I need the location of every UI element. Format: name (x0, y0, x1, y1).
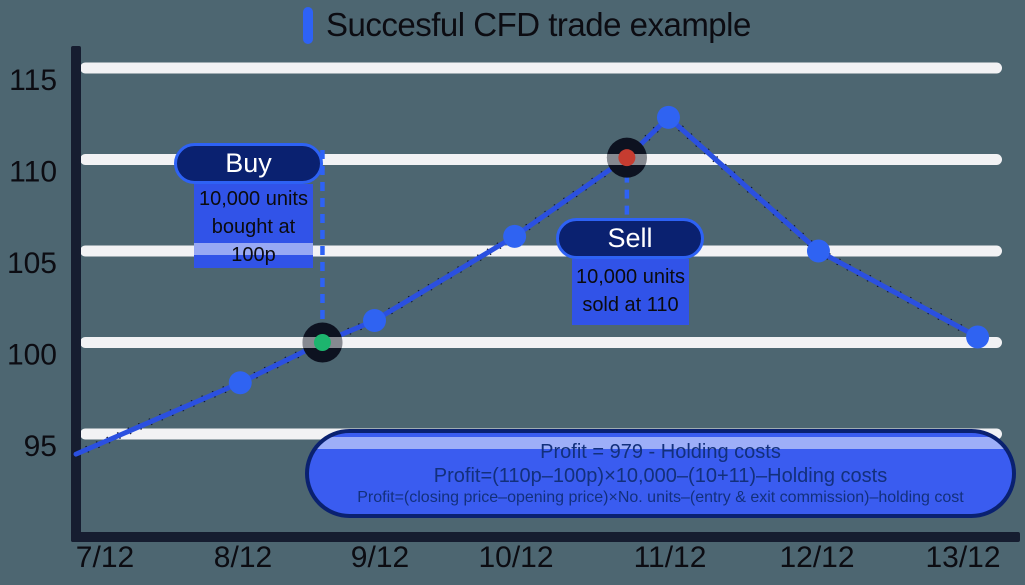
profit-formula-box: Profit = 979 - Holding costs Profit=(110… (305, 429, 1016, 518)
x-tick-label: 9/12 (351, 541, 409, 574)
profit-numeric-formula-line: Profit=(110p–100p)×10,000–(10+11)–Holdin… (433, 464, 888, 487)
x-axis (71, 532, 1020, 542)
data-point (656, 105, 680, 129)
x-tick-label: 11/12 (634, 541, 707, 574)
sell-note-line: 10,000 units (576, 266, 685, 288)
y-tick-label: 115 (9, 64, 57, 97)
gridline-115 (80, 62, 1002, 74)
buy-note: 10,000 units bought at 100p (194, 184, 313, 268)
y-tick-label: 105 (7, 247, 57, 280)
sell-note-line: sold at 110 (582, 294, 679, 316)
x-tick-label: 8/12 (214, 541, 272, 574)
buy-note-line: bought at (211, 216, 296, 238)
sell-dot-icon (618, 149, 636, 167)
profit-generic-formula-line: Profit=(closing price–opening price)×No.… (357, 488, 964, 506)
chart-title-block: Succesful CFD trade example (303, 6, 751, 44)
gridline-overlay (309, 437, 1012, 449)
y-tick-label: 100 (7, 339, 57, 372)
chart-title: Succesful CFD trade example (326, 6, 751, 43)
sell-badge: Sell (556, 218, 704, 259)
buy-dot-icon (313, 334, 331, 351)
buy-badge-label: Buy (225, 148, 272, 178)
sell-marker (606, 137, 647, 178)
gridline-overlay (194, 243, 313, 255)
title-accent-bar-icon (303, 6, 313, 44)
profit-result-line: Profit = 979 - Holding costs (540, 440, 781, 463)
y-axis (71, 46, 81, 542)
buy-note-line: 10,000 units (199, 188, 308, 210)
data-point (363, 309, 387, 333)
gridline-100 (80, 337, 1002, 348)
data-point (503, 224, 527, 248)
sell-note: 10,000 units sold at 110 (572, 259, 689, 325)
y-tick-label: 110 (9, 156, 57, 189)
buy-marker (302, 322, 343, 363)
x-tick-label: 10/12 (478, 541, 553, 574)
sell-badge-label: Sell (607, 223, 653, 253)
y-tick-label: 95 (24, 430, 57, 463)
buy-note-line: 100p (231, 244, 276, 266)
data-point (228, 371, 252, 395)
x-tick-label: 7/12 (76, 541, 134, 574)
x-tick-label: 12/12 (779, 541, 854, 574)
data-point (966, 325, 990, 349)
buy-badge: Buy (174, 143, 323, 184)
data-point (806, 239, 830, 263)
x-tick-label: 13/12 (925, 541, 1000, 574)
